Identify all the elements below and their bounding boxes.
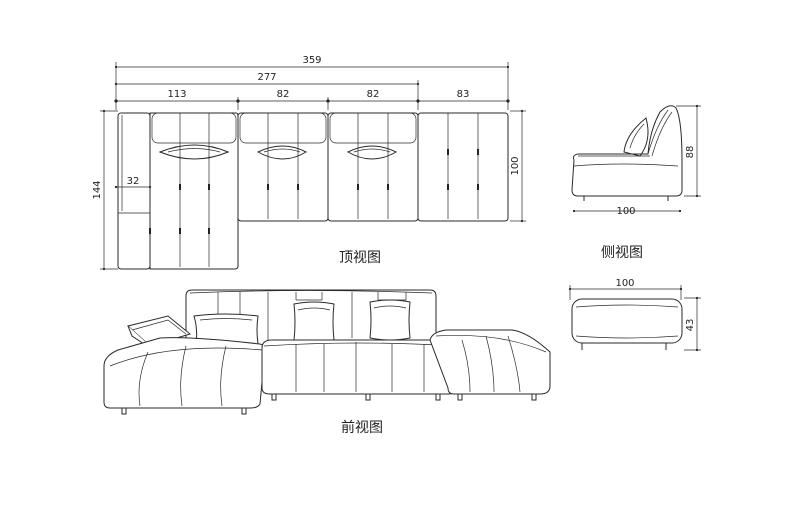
top-view-caption: 顶视图	[339, 250, 381, 266]
dim-depth-left: 144	[92, 109, 118, 271]
dim-seg4-label: 83	[457, 89, 470, 100]
dim-seg2-label: 82	[277, 89, 290, 100]
front-view-caption: 前视图	[341, 419, 383, 436]
side-dim-depth-label: 100	[616, 206, 635, 217]
dim-overall: 359	[114, 55, 510, 110]
dim-arm: 32	[114, 176, 152, 189]
dim-arm-label: 32	[127, 176, 140, 187]
dim-seg3-label: 82	[367, 89, 380, 100]
front-view: 前视图	[103, 289, 551, 436]
dim-segments: 113 82 82 83	[114, 89, 510, 110]
side-view-caption: 侧视图	[601, 245, 643, 261]
dim-depth-right-label: 100	[510, 156, 521, 175]
top-view: 359 277 113 82 82 83 144	[92, 55, 526, 271]
side-view: 100 88 侧视图	[571, 104, 701, 261]
dim-partial-label: 277	[257, 72, 276, 83]
dim-depth-right: 100	[510, 109, 526, 223]
top-pillow-3	[346, 145, 398, 160]
top-pillow-1	[158, 144, 230, 160]
ottoman-dim-width-label: 100	[615, 278, 634, 289]
side-dim-height-label: 88	[685, 146, 696, 159]
ottoman-dim-height-label: 43	[685, 319, 696, 332]
top-pillow-2	[256, 145, 308, 160]
dim-depth-left-label: 144	[92, 180, 103, 199]
dim-overall-label: 359	[302, 55, 321, 66]
ottoman-view: 100 43	[568, 278, 701, 352]
dim-seg1-label: 113	[167, 89, 186, 100]
front-pillow-3	[369, 299, 411, 341]
dim-partial: 277	[114, 72, 420, 110]
top-sofa-body	[117, 112, 509, 270]
